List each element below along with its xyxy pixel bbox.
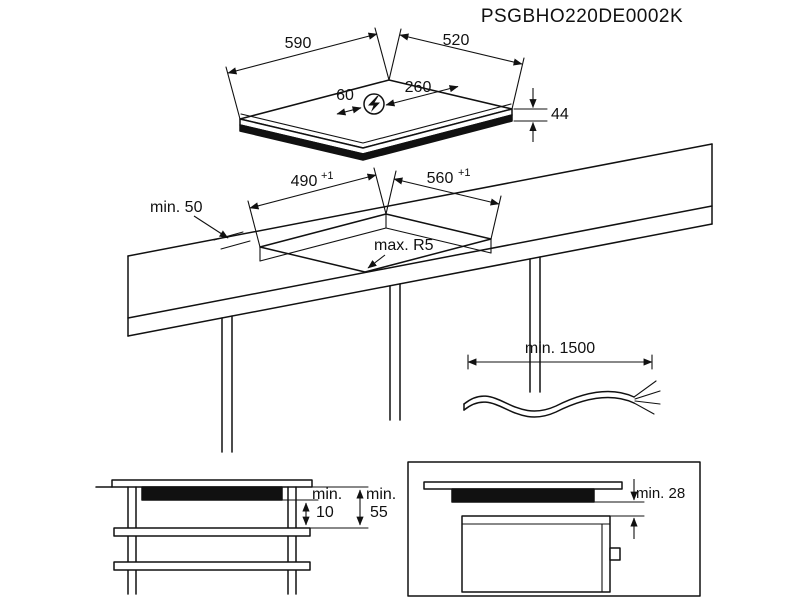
connection-offset-right-label: 260 xyxy=(405,79,432,96)
cutout-depth-label: 490 xyxy=(291,173,318,190)
hob-body-section xyxy=(141,486,283,501)
dimension-520: 520 xyxy=(388,28,525,110)
corner-radius-note: max. R5 xyxy=(367,237,434,269)
dimension-44: 44 xyxy=(513,88,569,142)
clearance-10-min-label: min. xyxy=(312,486,342,503)
hob-isometric-view: 590 520 44 60 260 xyxy=(225,27,569,161)
hob-glass-section-oven xyxy=(423,481,623,490)
oven-handle xyxy=(609,547,621,561)
cutout-depth-tolerance: +1 xyxy=(321,170,334,182)
side-view-oven: min. 28 xyxy=(407,461,701,597)
cable-outline-bottom xyxy=(463,396,635,418)
cable-wire-ends xyxy=(633,380,661,415)
power-cable-diagram: min. 1500 xyxy=(463,340,661,418)
cutout-width-label: 560 xyxy=(427,170,454,187)
worktop-legs xyxy=(221,256,541,453)
drawer-rail-bottom xyxy=(113,561,311,571)
hob-width-label: 590 xyxy=(285,35,312,52)
cable-length-label: min. 1500 xyxy=(525,340,595,357)
hob-body-section-oven xyxy=(451,488,595,503)
dimension-260: 260 xyxy=(385,79,459,107)
hob-depth-label: 520 xyxy=(443,32,470,49)
edge-clearance-label: min. 50 xyxy=(150,199,203,216)
drawer-rail-top xyxy=(113,527,311,537)
lightning-bolt-icon xyxy=(368,96,380,112)
built-in-oven xyxy=(461,515,621,593)
hob-rim-line xyxy=(240,103,512,144)
clearance-55-value: 55 xyxy=(370,504,388,521)
clearance-28-label: min. 28 xyxy=(636,485,685,502)
clearance-55-min-label: min. xyxy=(366,486,396,503)
hob-glass-section xyxy=(111,479,313,488)
clearance-10-value: 10 xyxy=(316,504,334,521)
cabinet-frame xyxy=(113,486,311,595)
cable-outline-top xyxy=(463,390,635,412)
hob-side-band xyxy=(239,114,513,161)
cutout-width-tolerance: +1 xyxy=(458,167,471,179)
worktop-cutout-view: 490 +1 560 +1 min. 50 max. R5 xyxy=(127,143,713,453)
side-view-drawer: min. 10 min. 55 xyxy=(95,479,396,595)
corner-radius-label: max. R5 xyxy=(374,237,434,254)
dimension-590: 590 xyxy=(225,27,390,120)
part-number: PSGBHO220DE0002K xyxy=(481,6,683,27)
dimension-560: 560 +1 xyxy=(385,167,502,240)
hob-height-label: 44 xyxy=(551,106,569,123)
dimension-60: 60 xyxy=(336,87,362,116)
connection-offset-left-label: 60 xyxy=(336,87,354,104)
edge-clearance-note: min. 50 xyxy=(150,199,251,250)
dimension-490: 490 +1 xyxy=(247,167,387,248)
